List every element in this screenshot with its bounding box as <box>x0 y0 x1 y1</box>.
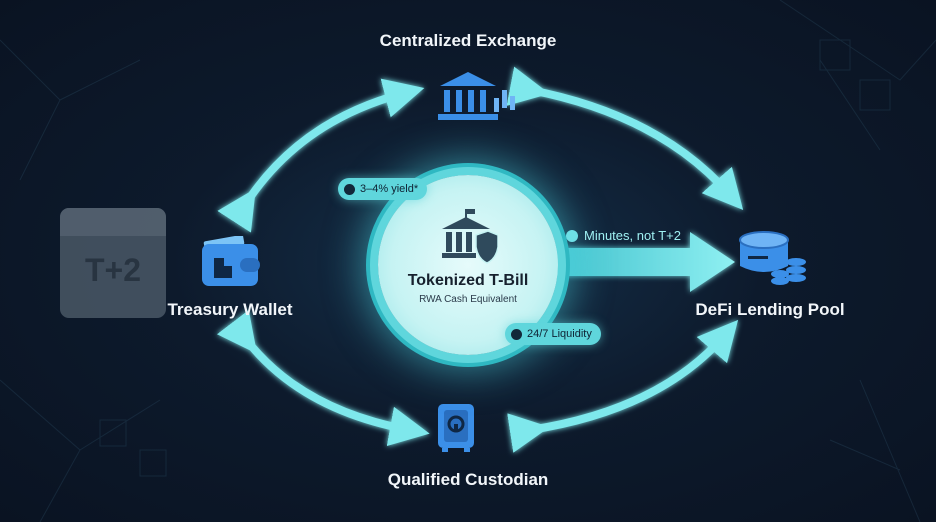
speed-text: Minutes, not T+2 <box>584 228 681 243</box>
safe-icon <box>438 404 474 452</box>
node-label-wallet: Treasury Wallet <box>167 300 293 319</box>
yield-text: 3–4% yield* <box>360 183 419 195</box>
calendar-icon: T+2 <box>60 208 166 318</box>
node-label-custodian: Qualified Custodian <box>387 470 549 489</box>
liquidity-badge: 24/7 Liquidity <box>505 323 601 345</box>
arrow-exchange-pool <box>506 66 744 211</box>
calendar-text: T+2 <box>84 252 142 288</box>
clock-icon <box>566 229 578 242</box>
node-label-pool: DeFi Lending Pool <box>695 300 845 319</box>
arrow-wallet-custodian <box>216 309 430 447</box>
bank-shield-icon <box>442 209 498 264</box>
speed-tag: Minutes, not T+2 <box>566 228 681 243</box>
yield-badge: 3–4% yield* <box>338 178 428 200</box>
liquidity-text: 24/7 Liquidity <box>527 328 592 340</box>
clock-icon <box>511 328 522 340</box>
bank-chart-icon <box>438 72 515 120</box>
arrow-custodian-pool <box>507 319 739 453</box>
tokenized-tbill-hub: Tokenized T-Bill RWA Cash Equivalent <box>378 175 558 355</box>
arrow-tbill-pool <box>550 232 735 292</box>
center-title: Tokenized T-Bill <box>407 272 529 289</box>
node-label-exchange: Centralized Exchange <box>379 31 557 50</box>
database-coins-icon <box>739 231 806 285</box>
arrow-wallet-exchange <box>217 78 425 233</box>
gear-icon <box>344 183 355 195</box>
center-subtitle: RWA Cash Equivalent <box>419 294 517 305</box>
wallet-icon <box>202 236 260 286</box>
